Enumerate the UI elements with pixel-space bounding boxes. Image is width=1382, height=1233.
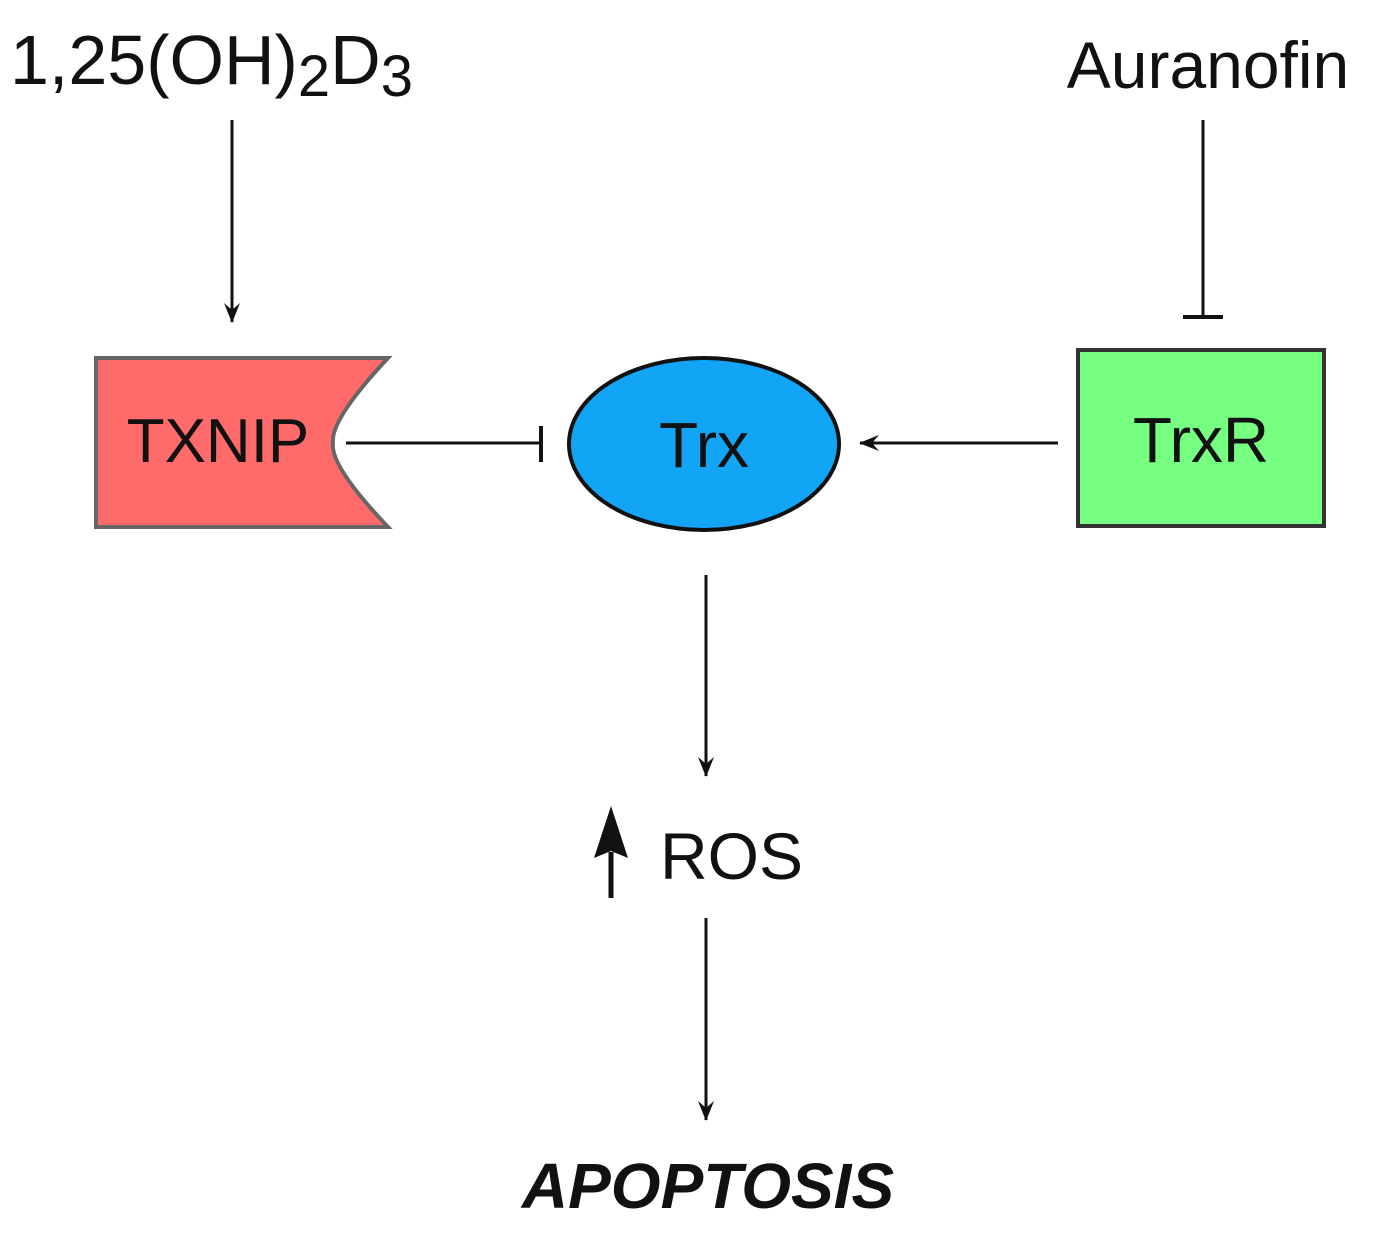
trx-shape (567, 356, 841, 532)
vitamin-d3-label: 1,25(OH)2D3 (10, 21, 413, 109)
vitamin-d3-d: D (330, 21, 381, 99)
txnip-node: TXNIP (94, 356, 393, 529)
increase-arrow-icon (594, 806, 628, 898)
trxr-label: TrxR (1133, 404, 1269, 476)
vitamin-d3-subscript-2: 2 (298, 44, 330, 109)
ros-label: ROS (660, 819, 803, 893)
trx-label: Trx (659, 409, 749, 481)
apoptosis-label: APOPTOSIS (520, 1150, 895, 1222)
vitamin-d3-subscript-3: 3 (381, 44, 413, 109)
txnip-shape (94, 356, 393, 529)
vitamin-d3-base: 1,25(OH) (10, 21, 298, 99)
edge-auranofin-inhibits-trxr (1183, 120, 1223, 319)
auranofin-label: Auranofin (1067, 28, 1350, 102)
edge-txnip-inhibits-trx (346, 426, 543, 462)
txnip-label: TXNIP (127, 407, 310, 476)
trx-node: Trx (567, 356, 841, 532)
ros-node: ROS (594, 806, 803, 898)
trxr-node: TrxR (1076, 348, 1326, 528)
trxr-shape (1076, 348, 1326, 528)
